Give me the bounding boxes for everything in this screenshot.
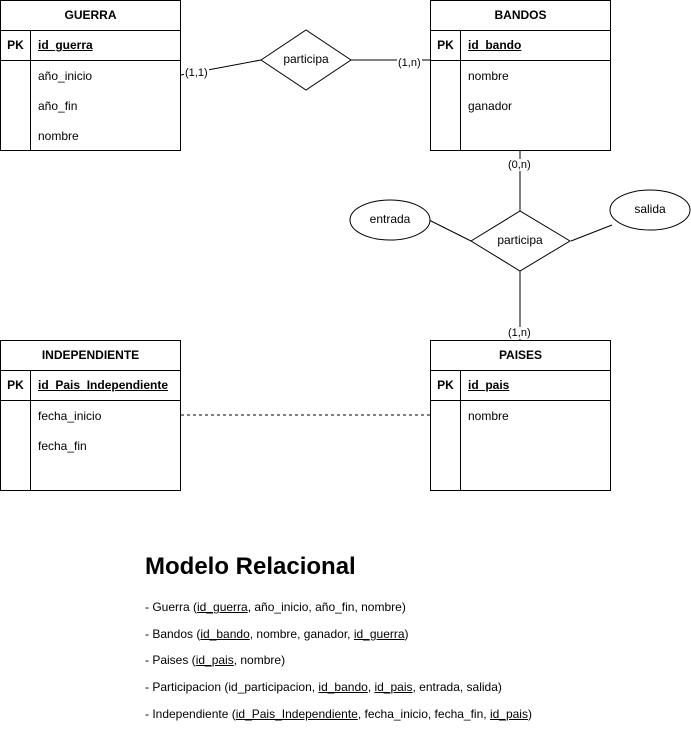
key-attribute: id_guerra [197,600,248,614]
relation-row: - Guerra (id_guerra, año_inicio, año_fin… [145,597,532,624]
pk-row: PK id_Pais_Independiente [1,371,180,401]
pk-label: PK [431,31,461,60]
key-attribute: id_pais [195,653,234,668]
pk-label: PK [1,31,31,60]
relation-text: , año_inicio, año_fin, nombre) [247,600,406,614]
pk-attribute: id_pais [468,378,510,392]
cardinality-guerra: (1,1) [184,67,209,79]
relation-text: - Participacion (id_participacion, [145,680,319,695]
key-attribute: id_pais [374,680,413,695]
pk-label: PK [431,371,461,400]
attribute-entrada-ellipse[interactable] [349,199,431,241]
pk-attribute: id_bando [468,38,522,52]
relation-text: - Guerra ( [145,600,198,614]
cardinality-bandos-bottom: (0,n) [507,159,532,171]
entity-title: INDEPENDIENTE [1,341,180,371]
relation-text: - Independiente ( [145,706,236,721]
connector-salida [570,224,613,242]
key-gutter [1,401,31,491]
relation-text: , nombre, ganador, [249,626,354,641]
attribute: ganador [468,99,513,113]
relation-row: - Participacion (id_participacion, id_ba… [145,677,532,704]
connector-entrada [428,219,472,242]
relation-text: ) [527,706,532,721]
key-attribute: id_bando [318,680,368,695]
pk-attribute: id_guerra [38,38,93,52]
salida-label: salida [634,202,666,216]
entity-title: PAISES [431,341,610,371]
cardinality-bandos-top: (1,n) [397,57,422,69]
relational-model-list: - Guerra (id_guerra, año_inicio, año_fin… [145,597,532,730]
attribute [431,431,610,461]
key-gutter [431,401,461,491]
relation-row: - Independiente (id_Pais_Independiente, … [145,704,532,731]
relation-text: - Paises ( [145,653,196,668]
relation-text: , entrada, salida) [412,680,502,695]
cardinality-paises-top: (1,n) [507,327,532,339]
key-attribute: id_bando [200,626,250,641]
attribute: año_inicio [38,69,93,83]
participa-mid-label: participa [497,233,543,247]
pk-label: PK [1,371,31,400]
relational-model-title: Modelo Relacional [145,553,356,580]
relation-row: - Paises (id_pais, nombre) [145,650,532,677]
relation-text: , [367,680,375,695]
attribute-list: año_inicio año_fin nombre [1,61,180,151]
attribute: fecha_inicio [38,409,102,423]
attribute-salida-ellipse[interactable] [609,189,691,231]
attribute-list: fecha_inicio fecha_fin [1,401,180,491]
attribute: nombre [468,409,509,423]
attribute: año_fin [38,99,78,113]
entity-paises[interactable]: PAISES PK id_pais nombre [430,340,611,491]
key-gutter [1,61,31,151]
entrada-label: entrada [369,212,411,226]
key-attribute: id_guerra [353,626,405,641]
entity-independiente[interactable]: INDEPENDIENTE PK id_Pais_Independiente f… [0,340,181,491]
attribute [1,461,180,491]
entity-title: GUERRA [1,1,180,31]
attribute [431,121,610,151]
key-attribute: id_pais [489,706,528,721]
attribute: nombre [468,69,509,83]
entity-guerra[interactable]: GUERRA PK id_guerra año_inicio año_fin n… [0,0,181,151]
attribute: fecha_fin [38,439,87,453]
entity-title: BANDOS [431,1,610,31]
key-gutter [431,61,461,151]
key-attribute: id_Pais_Independiente [235,706,358,721]
entity-bandos[interactable]: BANDOS PK id_bando nombre ganador [430,0,611,151]
relation-text: - Bandos ( [145,626,201,641]
attribute: nombre [38,129,79,143]
pk-attribute: id_Pais_Independiente [38,378,169,392]
attribute-list: nombre ganador [431,61,610,151]
relation-text: , nombre) [233,653,286,668]
relation-text: ) [404,626,409,641]
pk-row: PK id_pais [431,371,610,401]
relationship-participa-top[interactable] [260,29,352,91]
attribute-list: nombre [431,401,610,491]
relation-text: , fecha_inicio, fecha_fin, [357,706,490,721]
pk-row: PK id_bando [431,31,610,61]
relationship-participa-mid[interactable] [470,210,571,272]
relation-row: - Bandos (id_bando, nombre, ganador, id_… [145,624,532,651]
participa-top-label: participa [283,52,329,66]
attribute [431,461,610,491]
pk-row: PK id_guerra [1,31,180,61]
